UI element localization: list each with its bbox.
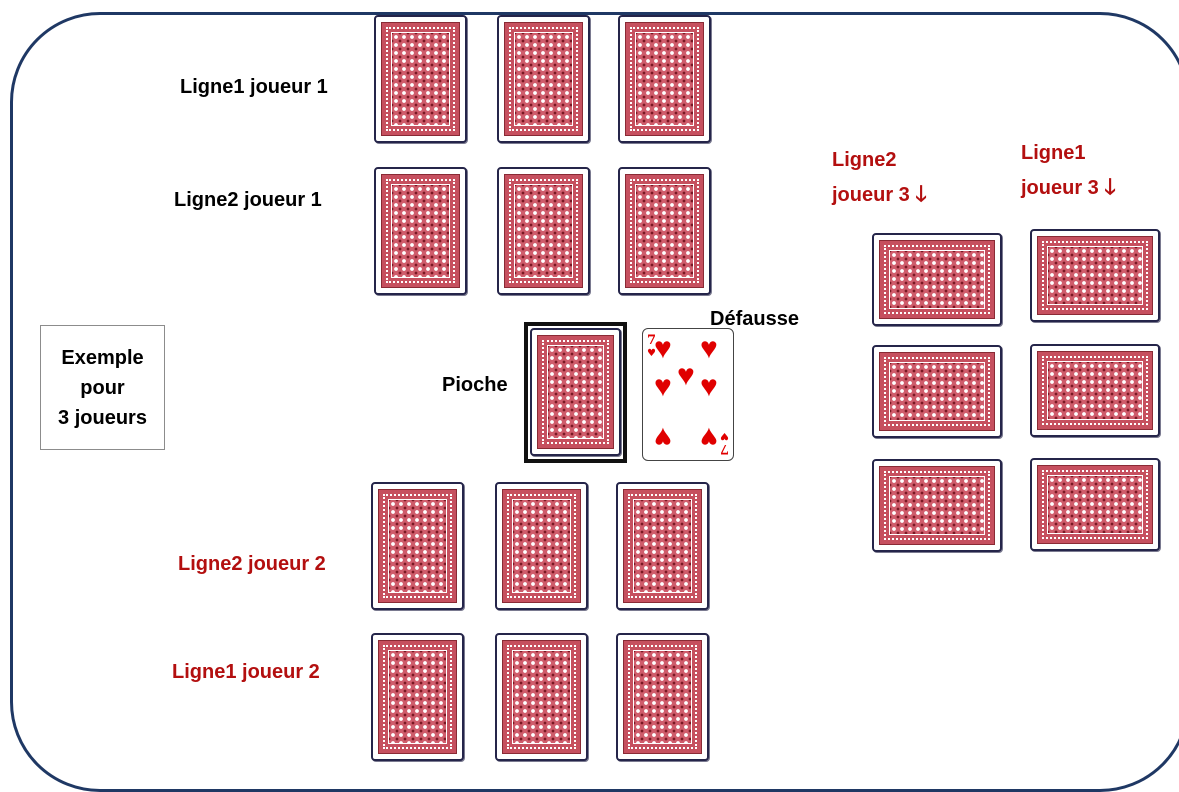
card-back-j1-l2-c1[interactable] (374, 167, 467, 295)
arrow-down-icon: 🡓 (915, 181, 926, 206)
heart-pip-icon: ♥ (700, 334, 718, 364)
heart-pip-icon: ♥ (700, 422, 718, 452)
heart-pip-icon: ♥ (654, 372, 672, 402)
label-ligne2-joueur1: Ligne2 joueur 1 (174, 185, 322, 215)
card-back-j1-l1-c2[interactable] (497, 15, 590, 143)
arrow-down-icon: 🡓 (1104, 174, 1115, 199)
label-ligne1-joueur1: Ligne1 joueur 1 (180, 72, 328, 102)
label-ligne1-joueur3-line1: Ligne1 (1021, 138, 1085, 168)
card-back-j3-l2-c1[interactable] (872, 233, 1002, 326)
card-back-j3-l1-c2[interactable] (1030, 344, 1160, 437)
heart-pip-icon: ♥ (677, 361, 695, 391)
card-back-j3-l1-c1[interactable] (1030, 229, 1160, 322)
label-ligne1-joueur3-line2: joueur 3 🡓 (1021, 172, 1116, 203)
card-back-pioche[interactable] (530, 328, 621, 456)
heart-pip-icon: ♥ (654, 422, 672, 452)
example-box: Exemple pour 3 joueurs (40, 325, 165, 450)
label-ligne2-joueur3-line2: joueur 3 🡓 (832, 179, 927, 210)
card-back-j1-l2-c3[interactable] (618, 167, 711, 295)
label-ligne2-joueur2: Ligne2 joueur 2 (178, 549, 326, 579)
card-back-j2-l1-c3[interactable] (616, 633, 709, 761)
card-back-j2-l1-c2[interactable] (495, 633, 588, 761)
label-pioche: Pioche (442, 370, 508, 400)
card-back-j1-l1-c1[interactable] (374, 15, 467, 143)
card-back-j2-l1-c1[interactable] (371, 633, 464, 761)
label-ligne1-joueur2: Ligne1 joueur 2 (172, 657, 320, 687)
card-back-j2-l2-c2[interactable] (495, 482, 588, 610)
card-back-j2-l2-c3[interactable] (616, 482, 709, 610)
card-back-j3-l1-c3[interactable] (1030, 458, 1160, 551)
card-back-j1-l2-c2[interactable] (497, 167, 590, 295)
label-ligne2-joueur3-line1: Ligne2 (832, 145, 896, 175)
heart-pip-icon: ♥ (654, 334, 672, 364)
card-back-j3-l2-c2[interactable] (872, 345, 1002, 438)
heart-pip-icon: ♥ (700, 372, 718, 402)
card-seven-of-hearts[interactable]: 7♥ 7♥ ♥ ♥ ♥ ♥ ♥ ♥ ♥ (642, 328, 734, 461)
card-back-j1-l1-c3[interactable] (618, 15, 711, 143)
card-index-bottom: 7♥ (720, 429, 729, 455)
card-back-j3-l2-c3[interactable] (872, 459, 1002, 552)
card-back-j2-l2-c1[interactable] (371, 482, 464, 610)
